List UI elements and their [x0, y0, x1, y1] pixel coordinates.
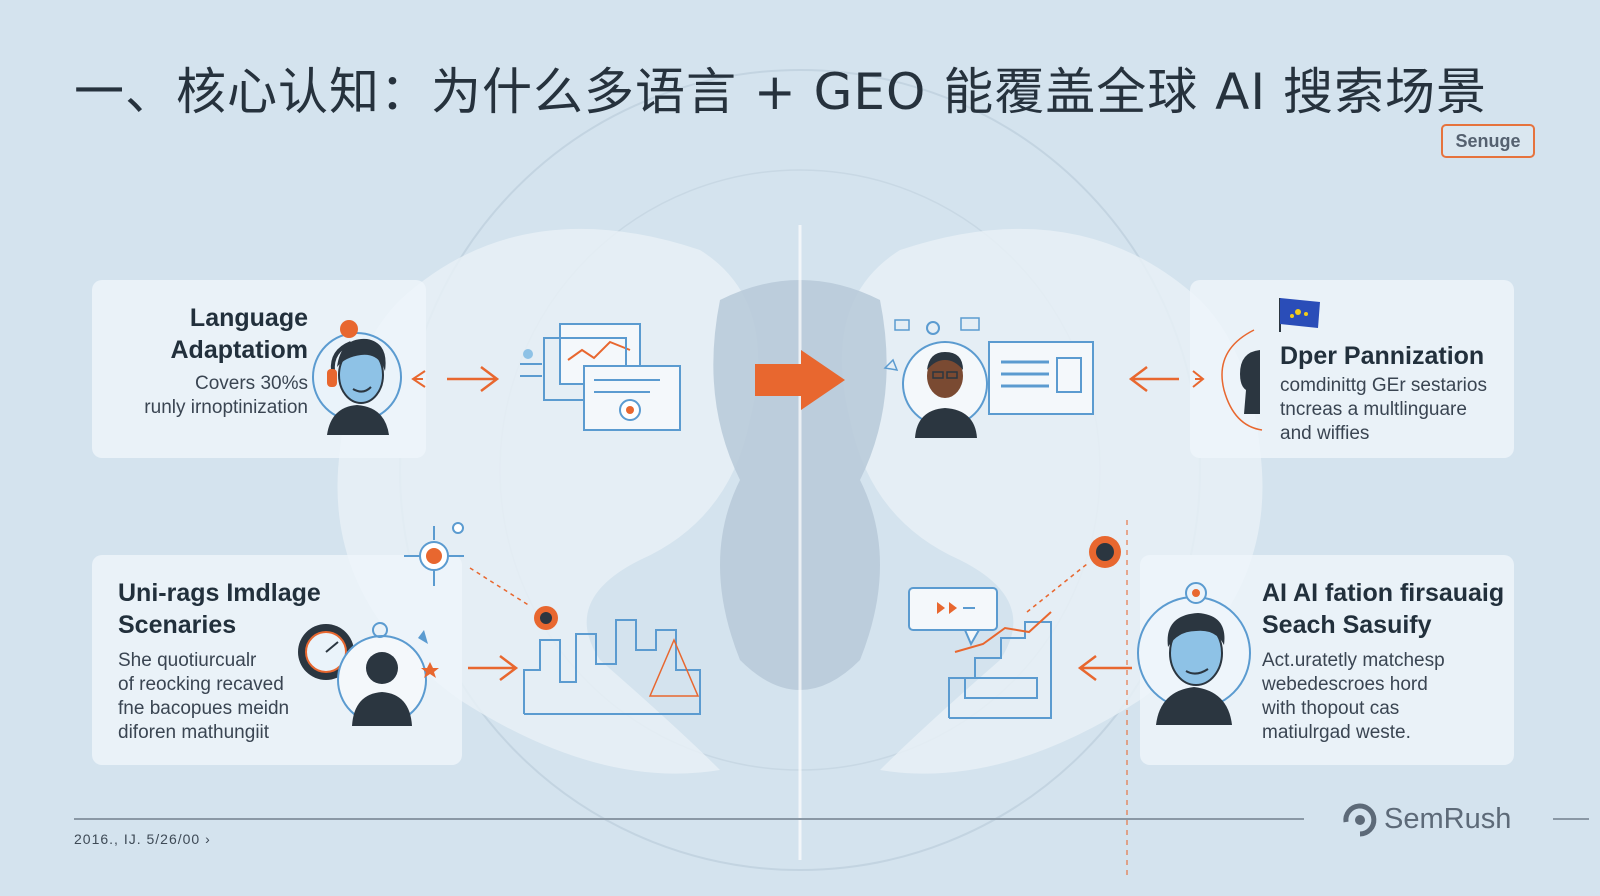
card-title-line2: Adaptatiom — [170, 336, 309, 364]
person-face-icon — [1137, 582, 1251, 725]
person-gear-icon — [298, 622, 439, 726]
arrow-connector-right-top — [1128, 366, 1205, 392]
profile-silhouette-icon — [1221, 329, 1263, 431]
eu-flag-icon — [1279, 298, 1320, 332]
footer-divider — [74, 818, 1304, 820]
badge-button[interactable]: Senuge — [1441, 124, 1535, 158]
card-title-line1: AI AI fation firsauaig — [1262, 579, 1505, 607]
card-deep-panization: Dper Pannization comdinittg GEr sestario… — [1190, 280, 1514, 458]
footer-divider-right — [1553, 818, 1589, 820]
person-screen-icon — [883, 317, 1094, 438]
person-headset-icon — [312, 320, 402, 435]
arrow-connector-left-bottom — [468, 655, 519, 681]
card-title-line1: Language — [189, 304, 308, 332]
arrow-connector-left-top — [411, 366, 500, 392]
brand-logo: SemRush — [1340, 800, 1511, 838]
card-body-line3: and wiffies — [1280, 423, 1370, 444]
card-multi-language-scenarios: Uni-rags Imdlage Scenaries She quotiurcu… — [92, 555, 462, 765]
card-body-line2: webedescroes hord — [1262, 674, 1428, 695]
card-body-line3: fne bacopues meidn — [118, 698, 290, 719]
card-body-line2: runly irnoptinization — [144, 397, 308, 418]
data-skyline-icon — [404, 522, 701, 715]
arrow-connector-right-bottom — [1077, 655, 1132, 681]
card-body-line1: She quotiurcualr — [118, 650, 257, 671]
card-body-line4: diforen mathungiit — [118, 722, 270, 743]
card-body-line4: matiulrgad weste. — [1262, 722, 1411, 743]
document-chart-icon — [520, 323, 681, 431]
card-body-line1: Covers 30%s — [195, 373, 308, 394]
arrow-right-icon — [755, 350, 845, 410]
card-body-line3: with thopout cas — [1262, 698, 1400, 719]
card-body-line2: of reocking recaved — [118, 674, 284, 695]
card-title-line2: Seach Sasuify — [1262, 611, 1432, 639]
card-title: Dper Pannization — [1280, 342, 1485, 370]
card-title-line1: Uni-rags Imdlage — [118, 579, 321, 607]
brand-name: SemRush — [1384, 802, 1512, 835]
card-body-line2: tncreas a multlinguare — [1280, 399, 1467, 420]
semrush-logo-icon — [1343, 803, 1377, 837]
card-body-line1: comdinittg GEr sestarios — [1280, 375, 1487, 396]
chat-growth-chart-icon — [908, 536, 1121, 719]
card-title-line2: Scenaries — [118, 611, 237, 639]
page-title: 一、核心认知：为什么多语言 + GEO 能覆盖全球 AI 搜索场景 — [74, 63, 1488, 121]
card-body-line1: Act.uratetly matchesp — [1262, 650, 1445, 671]
footer-date: 2016., IJ. 5/26/00 › — [74, 831, 211, 847]
